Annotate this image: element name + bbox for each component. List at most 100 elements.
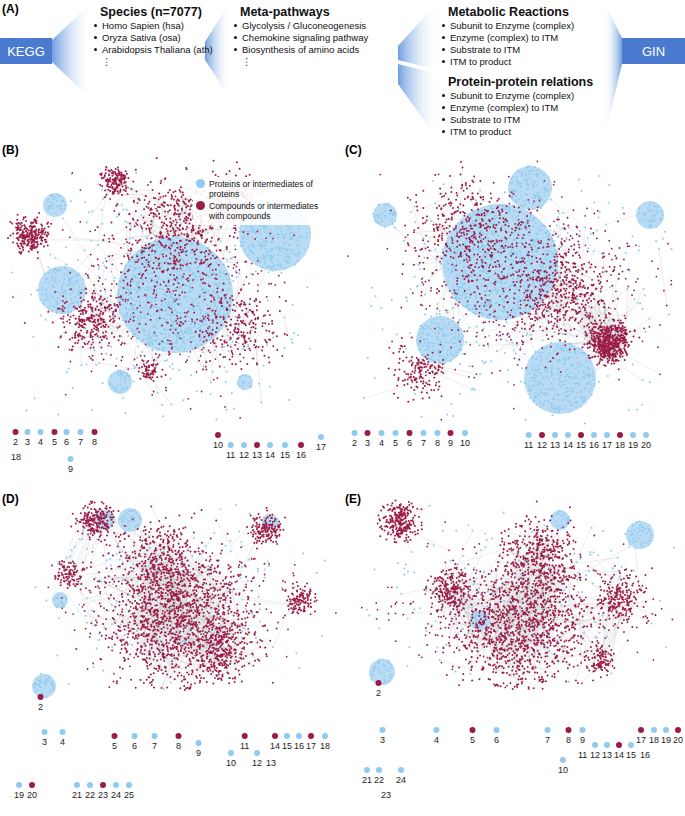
funnel-wedge [52, 2, 92, 100]
callout-number: 6 [494, 735, 499, 745]
callout-number: 15 [280, 450, 290, 460]
panel-letter: (A) [2, 2, 19, 16]
funnel-wedge [604, 2, 622, 140]
callout-number: 11 [524, 440, 533, 450]
callout-number: 10 [213, 440, 223, 450]
item-text: Oryza Sativa (osa) [102, 32, 181, 43]
item-text: Substrate to ITM [450, 44, 520, 55]
item-text: ITM to product [450, 56, 511, 67]
box-label: GIN [642, 44, 665, 59]
callout-number: 20 [27, 790, 37, 800]
bullet-dot [94, 36, 97, 39]
callout-number: 7 [152, 741, 157, 751]
bullet-dot [94, 24, 97, 27]
callout-number: 4 [434, 735, 439, 745]
callout-number: 7 [421, 438, 426, 448]
callout-number: 14 [265, 450, 275, 460]
box-label: KEGG [7, 44, 45, 59]
callout-number: 5 [112, 741, 117, 751]
callout-number: 4 [379, 438, 384, 448]
item-text: ITM to product [450, 126, 511, 137]
list-item: Biosynthesis of amino acids [232, 44, 400, 56]
callout-number: 7 [78, 437, 83, 447]
callout-number: 16 [296, 450, 306, 460]
callout-number: 11 [578, 750, 587, 760]
callout-number: 13 [252, 450, 262, 460]
callout-number: 23 [381, 790, 391, 800]
block-heading: Protein-protein relations [440, 74, 605, 90]
network-plots [7, 157, 681, 788]
protein-nodes [363, 165, 673, 424]
compound-nodes [361, 500, 673, 691]
item-text: Subunit to Enzyme (complex) [450, 20, 574, 31]
bullet-dot [442, 36, 445, 39]
legend-swatch [196, 201, 205, 210]
item-text: ⋮ [242, 56, 252, 67]
callout-number: 2 [376, 688, 381, 698]
callout-number: 14 [563, 440, 573, 450]
callout-number: 18 [649, 735, 659, 745]
callout-number: 12 [590, 750, 600, 760]
callout-number: 19 [14, 790, 24, 800]
callout-number: 8 [92, 437, 97, 447]
list-item: Substrate to ITM [440, 44, 605, 56]
panel-letter: (C) [345, 143, 362, 157]
list-item: Subunit to Enzyme (complex) [440, 90, 605, 102]
bullet-dot [234, 24, 237, 27]
legend-text: Compounds or intermediates with compound… [209, 201, 332, 221]
bullet-dot [442, 60, 445, 63]
list-item: Chemokine signaling pathway [232, 32, 400, 44]
callout-number: 12 [252, 758, 262, 768]
callout-number: 4 [60, 737, 65, 747]
block-heading: Species (n=7077) [92, 4, 227, 20]
callout-number: 5 [470, 735, 475, 745]
item-text: Substrate to ITM [450, 114, 520, 125]
bullet-dot [442, 24, 445, 27]
callout-number: 14 [614, 750, 624, 760]
callout-number: 10 [558, 765, 568, 775]
component-icon [13, 429, 682, 788]
legend-row: Proteins or intermediates of proteins [196, 179, 332, 199]
item-text: Glycolysis / Gluconeogenesis [242, 20, 366, 31]
callout-number: 20 [673, 735, 683, 745]
item-text: Arabidopsis Thaliana (ath) [102, 44, 213, 55]
callout-number: 9 [196, 748, 201, 758]
callout-number: 19 [628, 440, 638, 450]
callout-number: 19 [661, 735, 671, 745]
source-box: KEGG [0, 38, 52, 64]
bullet-dot [234, 48, 237, 51]
callout-number: 14 [270, 741, 280, 751]
callout-number: 22 [85, 790, 95, 800]
callout-number: 13 [602, 750, 612, 760]
callout-number: 15 [576, 440, 586, 450]
callout-number: 8 [435, 438, 440, 448]
callout-number: 11 [226, 450, 235, 460]
callout-number: 8 [176, 741, 181, 751]
protein-nodes [33, 504, 326, 698]
list-item: Glycolysis / Gluconeogenesis [232, 20, 400, 32]
callout-number: 17 [306, 741, 316, 751]
item-text: Subunit to Enzyme (complex) [450, 90, 574, 101]
callout-number: 6 [64, 437, 69, 447]
source-box: GIN [622, 38, 685, 64]
callout-number: 4 [38, 437, 43, 447]
callout-number: 17 [316, 442, 326, 452]
callout-number: 24 [396, 775, 406, 785]
callout-number: 3 [42, 737, 47, 747]
callout-number: 8 [566, 735, 571, 745]
list-item: ⋮ [232, 56, 400, 68]
list-item: Oryza Sativa (osa) [92, 32, 227, 44]
compound-nodes [47, 501, 336, 692]
list-item: ITM to product [440, 126, 605, 138]
callout-number: 2 [352, 438, 357, 448]
legend-box: Proteins or intermediates of proteinsCom… [193, 177, 335, 225]
bullet-dot [442, 94, 445, 97]
bullet-dot [442, 130, 445, 133]
callout-number: 11 [240, 741, 249, 751]
list-item: Subunit to Enzyme (complex) [440, 20, 605, 32]
list-block: Meta-pathwaysGlycolysis / Gluconeogenesi… [232, 4, 400, 68]
callout-number: 21 [72, 790, 82, 800]
bullet-dot [442, 106, 445, 109]
legend-text: Proteins or intermediates of proteins [209, 179, 332, 199]
